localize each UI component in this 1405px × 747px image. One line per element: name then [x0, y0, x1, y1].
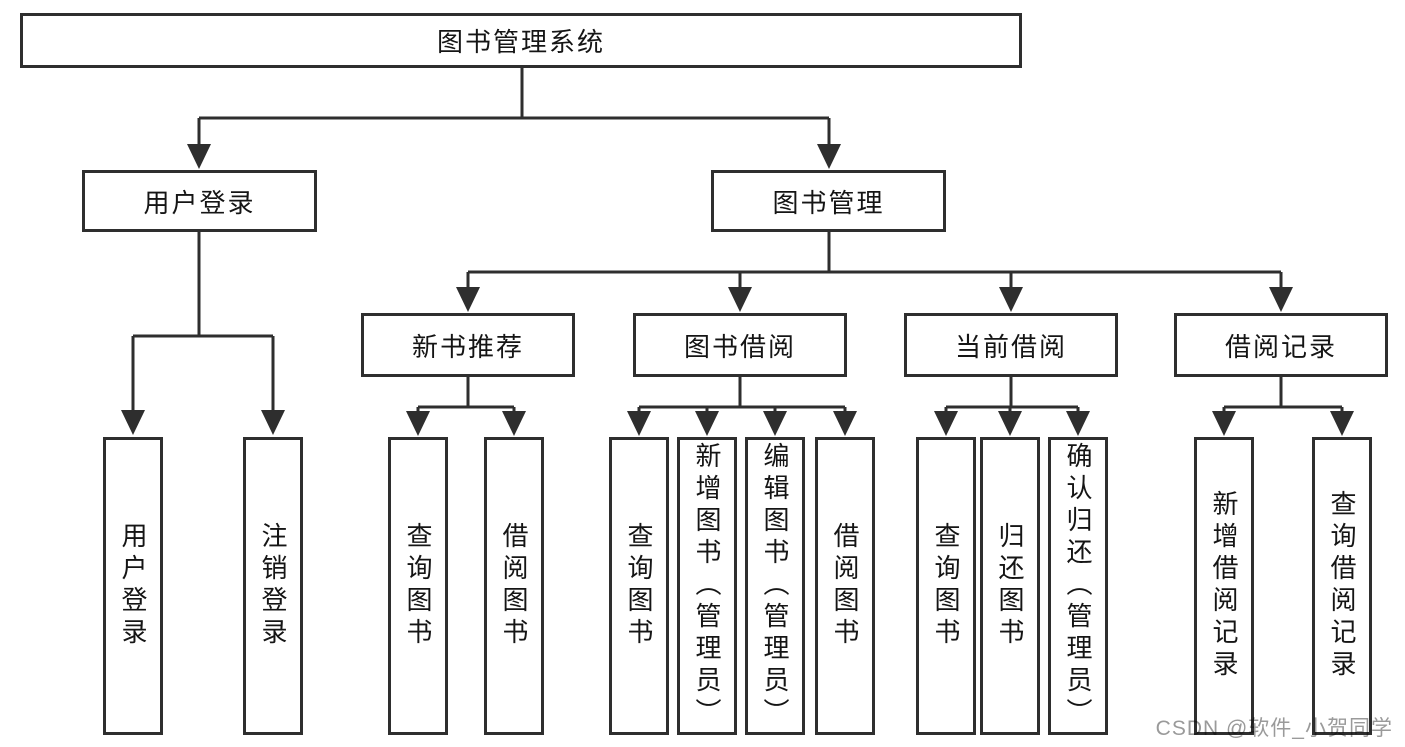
leaf-confirm-return-admin-label: 确认归还（管理员）: [1063, 442, 1093, 730]
leaf-return-books-label: 归还图书: [995, 522, 1025, 650]
leaf-query-books-current: 查询图书: [916, 437, 976, 735]
node-book-borrow-label: 图书借阅: [683, 331, 796, 362]
arrowhead-icon: [456, 287, 480, 312]
leaf-borrow-books-borrow-label: 借阅图书: [830, 522, 860, 650]
arrowheads: [121, 144, 1354, 436]
leaf-edit-books-admin: 编辑图书（管理员）: [745, 437, 805, 735]
leaf-borrow-books-recommend-label: 借阅图书: [499, 522, 529, 650]
arrowhead-icon: [833, 411, 857, 436]
leaf-borrow-books-borrow: 借阅图书: [815, 437, 875, 735]
node-root-label: 图书管理系统: [436, 27, 605, 57]
leaf-borrow-books-recommend: 借阅图书: [484, 437, 544, 735]
node-current-borrow-label: 当前借阅: [954, 331, 1067, 362]
arrowhead-icon: [934, 411, 958, 436]
arrowhead-icon: [999, 287, 1023, 312]
arrowhead-icon: [1269, 287, 1293, 312]
arrowhead-icon: [998, 411, 1022, 436]
node-book-management-label: 图书管理: [772, 187, 885, 218]
arrowhead-icon: [121, 410, 145, 435]
node-user-login-label: 用户登录: [143, 187, 256, 218]
node-book-management: 图书管理: [711, 170, 946, 232]
connector-path: [131, 68, 1344, 414]
arrowhead-icon: [187, 144, 211, 169]
leaf-query-books-borrow-label: 查询图书: [624, 522, 654, 650]
arrowhead-icon: [763, 411, 787, 436]
arrowhead-icon: [817, 144, 841, 169]
arrowhead-icon: [1212, 411, 1236, 436]
arrowhead-icon: [728, 287, 752, 312]
leaf-return-books: 归还图书: [980, 437, 1040, 735]
leaf-logout-label: 注销登录: [258, 522, 288, 650]
leaf-query-books-recommend: 查询图书: [388, 437, 448, 735]
node-book-borrow: 图书借阅: [633, 313, 847, 377]
leaf-query-books-recommend-label: 查询图书: [403, 522, 433, 650]
node-borrow-record: 借阅记录: [1174, 313, 1388, 377]
arrowhead-icon: [695, 411, 719, 436]
leaf-logout: 注销登录: [243, 437, 303, 735]
node-current-borrow: 当前借阅: [904, 313, 1118, 377]
leaf-user-login-label: 用户登录: [118, 522, 148, 650]
node-new-book-recommend-label: 新书推荐: [411, 331, 524, 362]
csdn-watermark: CSDN @软件_小贺同学: [1155, 717, 1393, 740]
leaf-edit-books-admin-label: 编辑图书（管理员）: [760, 442, 790, 730]
leaf-add-borrow-record: 新增借阅记录: [1194, 437, 1254, 735]
leaf-confirm-return-admin: 确认归还（管理员）: [1048, 437, 1108, 735]
leaf-user-login: 用户登录: [103, 437, 163, 735]
leaf-query-borrow-record: 查询借阅记录: [1312, 437, 1372, 735]
leaf-add-books-admin: 新增图书（管理员）: [677, 437, 737, 735]
node-borrow-record-label: 借阅记录: [1224, 331, 1337, 362]
leaf-query-books-current-label: 查询图书: [931, 522, 961, 650]
leaf-query-books-borrow: 查询图书: [609, 437, 669, 735]
node-new-book-recommend: 新书推荐: [361, 313, 575, 377]
leaf-add-borrow-record-label: 新增借阅记录: [1209, 490, 1239, 682]
arrowhead-icon: [1330, 411, 1354, 436]
leaf-add-books-admin-label: 新增图书（管理员）: [692, 442, 722, 730]
arrowhead-icon: [502, 411, 526, 436]
arrowhead-icon: [627, 411, 651, 436]
node-root: 图书管理系统: [20, 13, 1022, 68]
node-user-login: 用户登录: [82, 170, 317, 232]
leaf-query-borrow-record-label: 查询借阅记录: [1327, 490, 1357, 682]
arrowhead-icon: [1066, 411, 1090, 436]
arrowhead-icon: [261, 410, 285, 435]
arrowhead-icon: [406, 411, 430, 436]
